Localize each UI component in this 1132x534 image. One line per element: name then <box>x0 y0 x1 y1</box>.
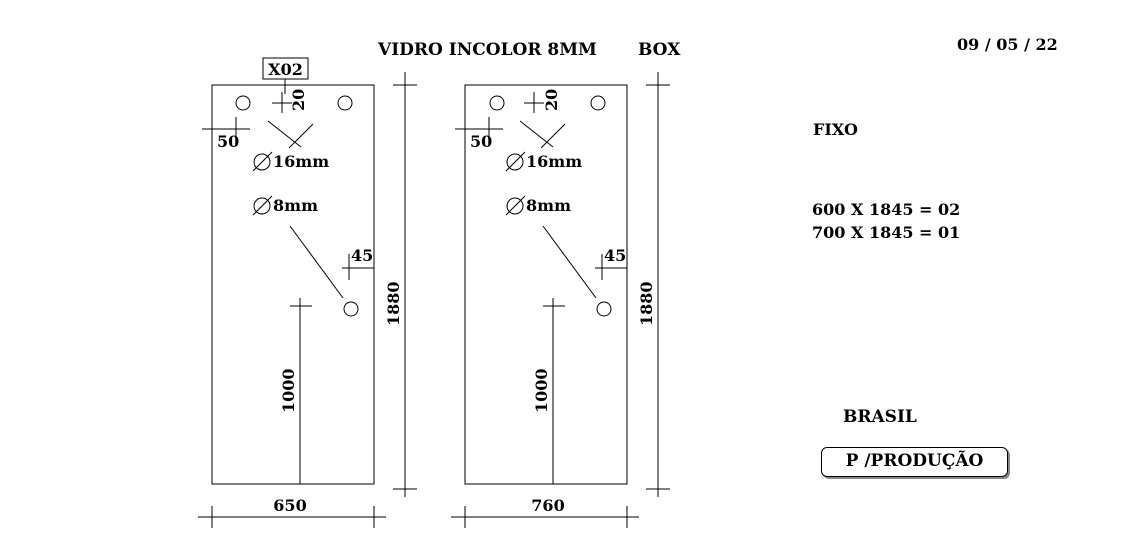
small-hole-label: 8mm <box>273 196 318 215</box>
large-hole-label: 16mm <box>526 152 582 171</box>
production-stamp-label: P /PRODUÇÃO <box>845 451 984 471</box>
country-label: BRASIL <box>843 407 917 427</box>
panel-outline <box>464 84 628 485</box>
side-offset-label: 50 <box>470 132 492 151</box>
diameter-icon <box>506 197 524 215</box>
top-offset-label: 20 <box>542 89 561 111</box>
production-stamp: P /PRODUÇÃO <box>821 447 1008 477</box>
top-hole-left <box>235 95 251 111</box>
diameter-icon <box>253 153 271 171</box>
top-hole-right <box>337 95 353 111</box>
date-label: 09 / 05 / 22 <box>957 35 1058 54</box>
spec-type: FIXO <box>813 120 858 139</box>
hole-height-label: 1000 <box>279 368 298 413</box>
hole-height-label: 1000 <box>532 368 551 413</box>
material-title: VIDRO INCOLOR 8MM <box>377 40 597 60</box>
glass-panel-1: X02 20 50 16mm 8mm 45 1000 <box>198 57 417 528</box>
glass-panel-2: 20 50 16mm 8mm 45 1000 1880 760 <box>451 72 670 528</box>
small-hole-label: 8mm <box>526 196 571 215</box>
panel-tag: X02 <box>268 60 303 79</box>
large-hole-label: 16mm <box>273 152 329 171</box>
side-offset-label: 50 <box>217 132 239 151</box>
height-label: 1880 <box>637 281 656 326</box>
top-hole-left <box>489 95 505 111</box>
spec-line-2: 700 X 1845 = 01 <box>812 223 960 242</box>
side-hole <box>343 301 359 317</box>
panel-outline <box>211 84 375 485</box>
top-hole-right <box>590 95 606 111</box>
width-label: 760 <box>531 496 564 515</box>
side-hole <box>596 301 612 317</box>
top-offset-label: 20 <box>289 89 308 111</box>
edge-offset-label: 45 <box>351 246 373 265</box>
diameter-icon <box>506 153 524 171</box>
diameter-icon <box>253 197 271 215</box>
edge-offset-label: 45 <box>604 246 626 265</box>
spec-line-1: 600 X 1845 = 02 <box>812 200 960 219</box>
height-label: 1880 <box>384 281 403 326</box>
width-label: 650 <box>273 496 306 515</box>
product-label: BOX <box>638 40 681 60</box>
